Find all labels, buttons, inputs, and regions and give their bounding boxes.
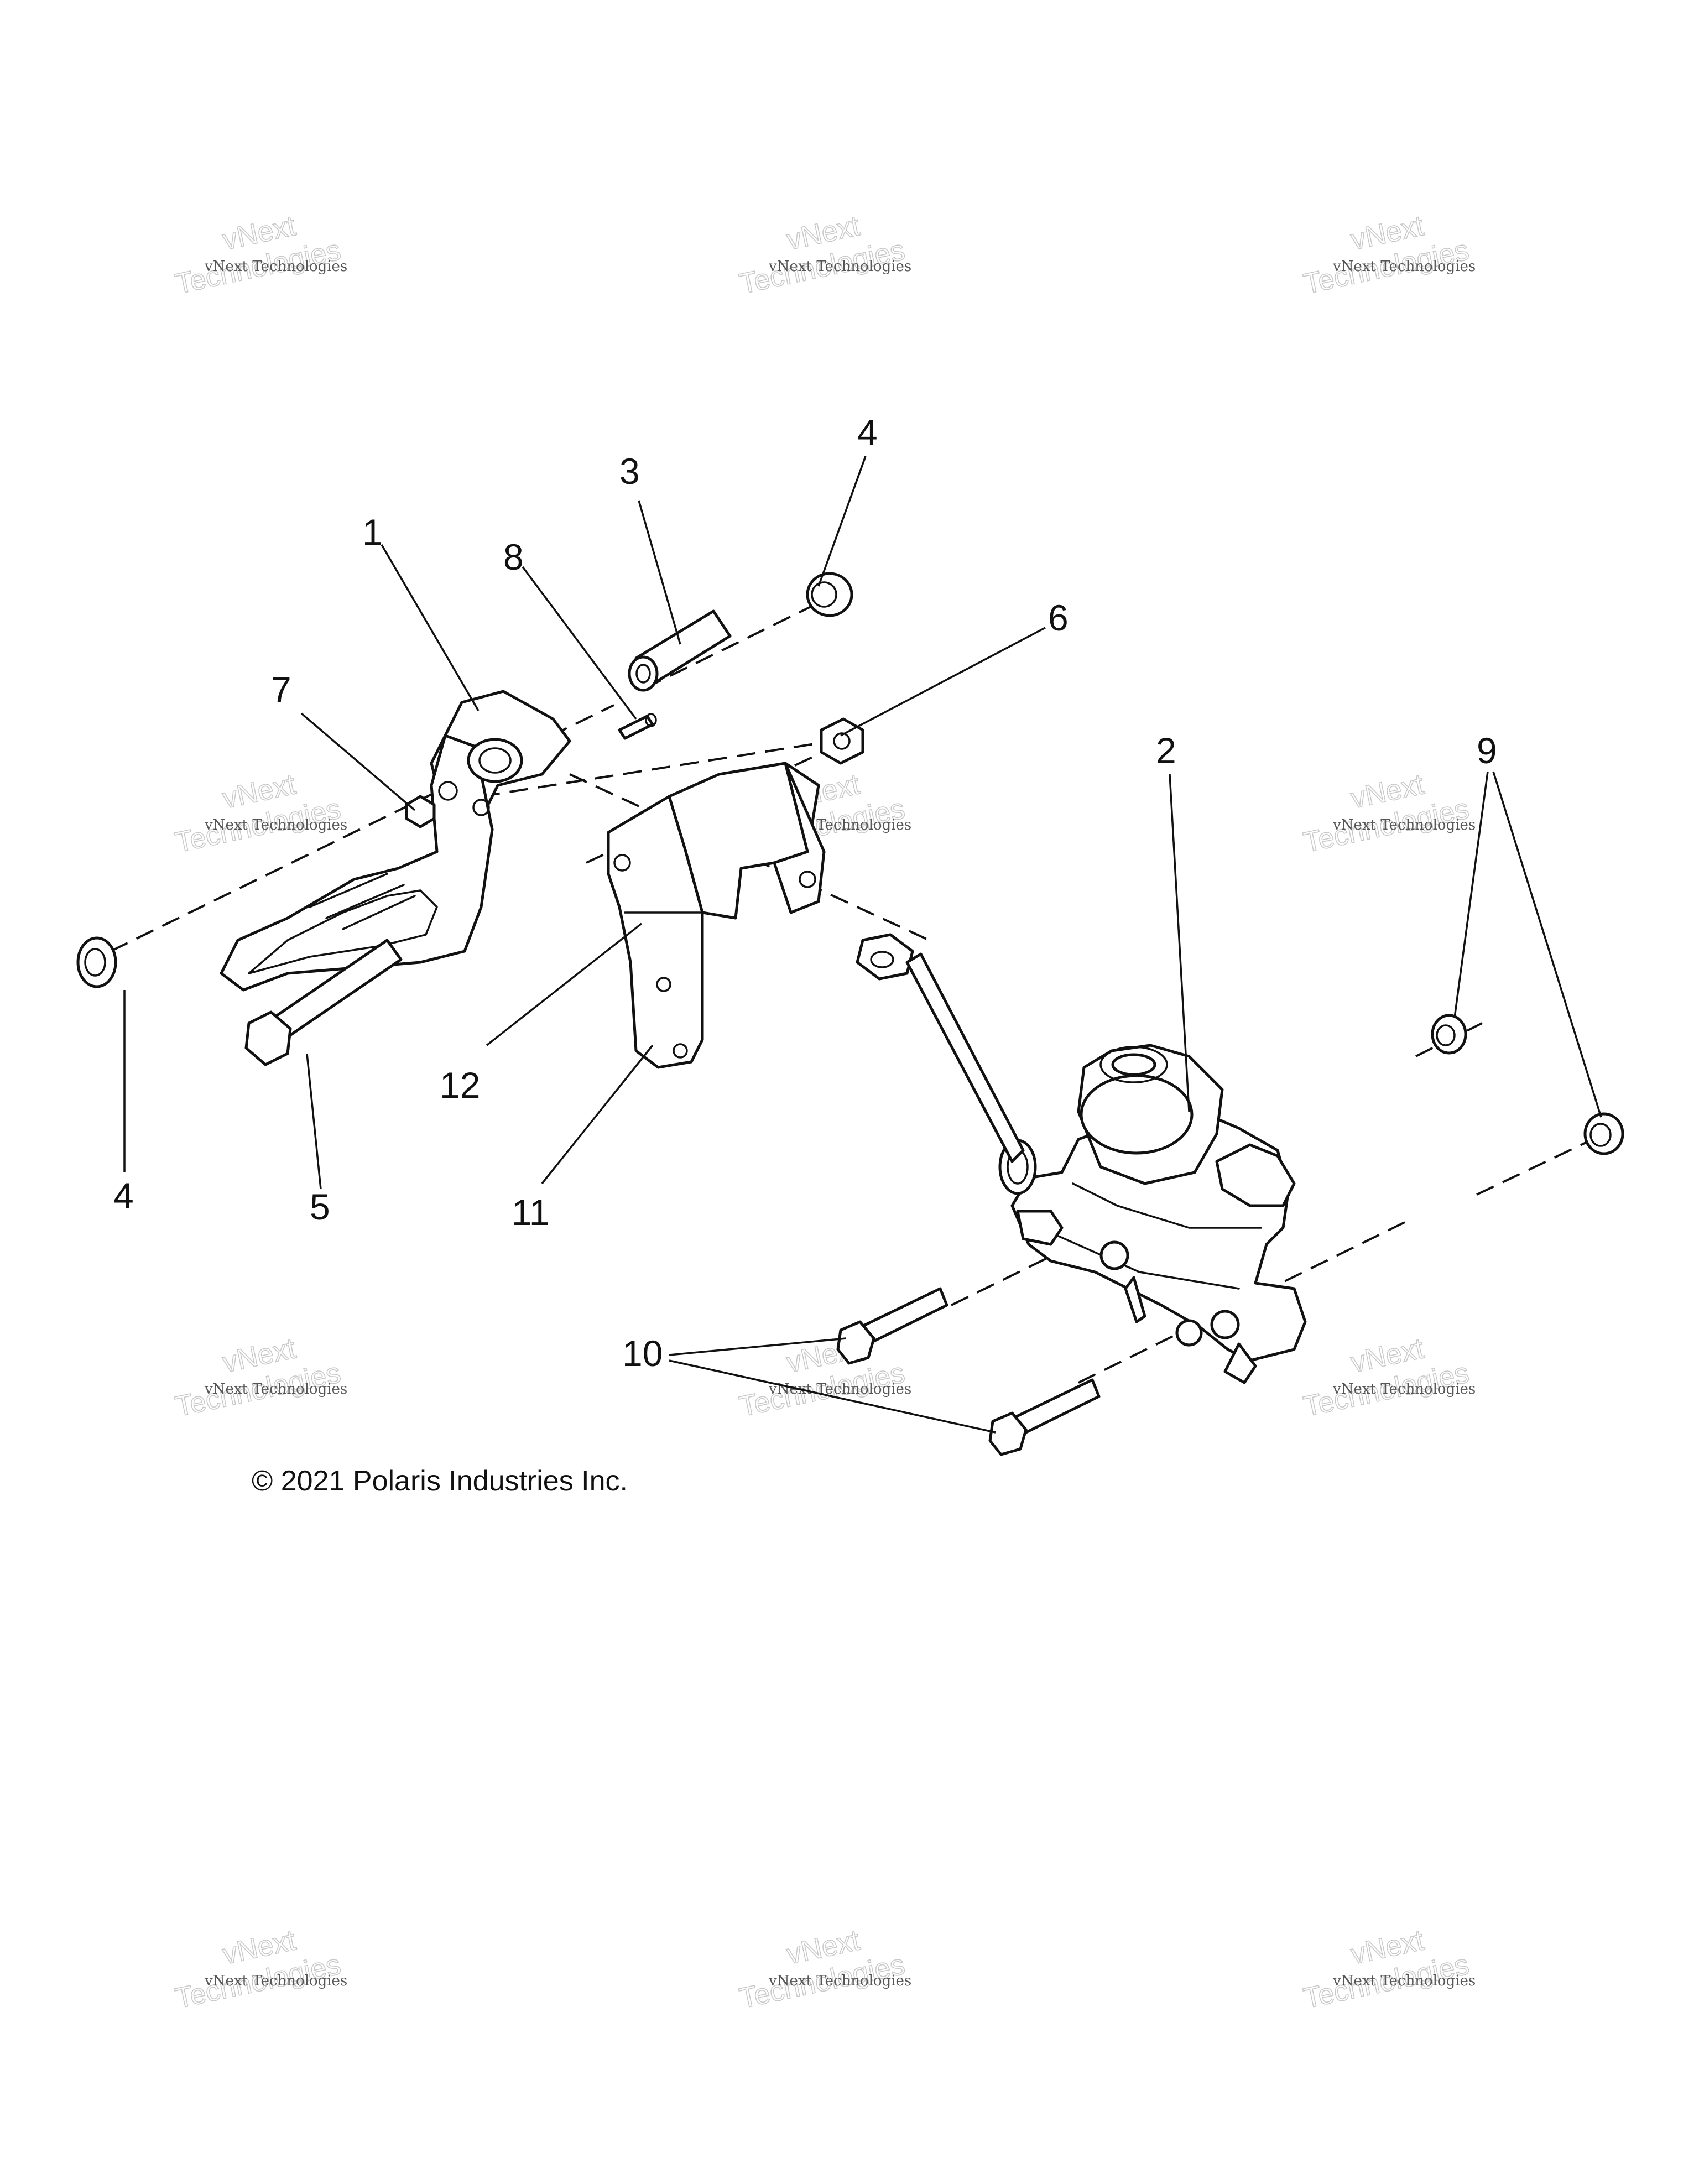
callout-4-upper: 4 (857, 412, 878, 453)
leader-lines (123, 456, 1602, 1434)
mounting-bolt-lower (988, 1378, 1101, 1456)
watermark: vNext Technologies vNext Technologies (172, 1924, 347, 2015)
bolt (244, 939, 403, 1066)
mounting-bolt-upper (836, 1287, 948, 1365)
pin (618, 713, 657, 740)
svg-text:vNext Technologies: vNext Technologies (204, 258, 347, 275)
svg-text:vNext Technologies: vNext Technologies (204, 1973, 347, 1989)
callout-11: 11 (512, 1192, 550, 1233)
watermark: vNext Technologies vNext Technologies (1300, 768, 1476, 859)
callout-12: 12 (440, 1065, 480, 1106)
callout-9: 9 (1477, 730, 1497, 771)
nut (820, 717, 864, 765)
pushrod-clevis (856, 933, 1025, 1163)
watermark-group: vNext Technologies vNext Technologies vN… (172, 209, 1476, 2015)
axis-clevis (569, 773, 930, 941)
callout-4-lower: 4 (113, 1175, 134, 1216)
watermark: vNext Technologies vNext Technologies (172, 1332, 347, 1424)
callout-1: 1 (362, 512, 383, 552)
callout-5: 5 (310, 1186, 330, 1227)
svg-text:vNext Technologies: vNext Technologies (1332, 817, 1476, 833)
axis-pivot-right (644, 604, 814, 690)
flange-bushing-upper (806, 572, 853, 617)
callout-labels: 1 2 3 4 4 5 6 7 8 9 10 11 12 (113, 412, 1497, 1374)
callout-6: 6 (1048, 597, 1069, 638)
svg-text:vNext Technologies: vNext Technologies (204, 817, 347, 833)
grommet-upper (1431, 1014, 1467, 1055)
axis-pin (481, 740, 833, 798)
grommet-lower (1583, 1112, 1624, 1155)
watermark: vNext Technologies vNext Technologies (736, 209, 911, 301)
svg-text:vNext Technologies: vNext Technologies (1332, 1973, 1476, 1989)
callout-7: 7 (271, 669, 291, 710)
master-cylinder (998, 1044, 1307, 1384)
callout-3: 3 (619, 451, 640, 492)
flange-bushing-lower (76, 936, 117, 988)
copyright-notice: © 2021 Polaris Industries Inc. (252, 1465, 628, 1497)
callout-10: 10 (622, 1333, 663, 1374)
svg-text:vNext Technologies: vNext Technologies (1332, 258, 1476, 275)
mounting-bracket (607, 762, 826, 1069)
callout-8: 8 (503, 536, 524, 577)
axis-mount-lower-right (1476, 1138, 1593, 1196)
watermark: vNext Technologies vNext Technologies (172, 768, 347, 859)
callout-2: 2 (1156, 730, 1176, 771)
svg-text:vNext Technologies: vNext Technologies (768, 1381, 911, 1398)
watermark: vNext Technologies vNext Technologies (1300, 209, 1476, 301)
svg-text:vNext Technologies: vNext Technologies (768, 1973, 911, 1989)
svg-text:vNext Technologies: vNext Technologies (204, 1381, 347, 1398)
small-nut (405, 795, 436, 828)
svg-text:vNext Technologies: vNext Technologies (1332, 1381, 1476, 1398)
bushing-tube (628, 609, 732, 692)
watermark: vNext Technologies vNext Technologies (172, 209, 347, 301)
svg-text:vNext Technologies: vNext Technologies (768, 258, 911, 275)
brake-pedal (220, 690, 571, 992)
watermark: vNext Technologies vNext Technologies (1300, 1924, 1476, 2015)
watermark: vNext Technologies vNext Technologies (736, 1924, 911, 2015)
watermark: vNext Technologies vNext Technologies (1300, 1332, 1476, 1424)
